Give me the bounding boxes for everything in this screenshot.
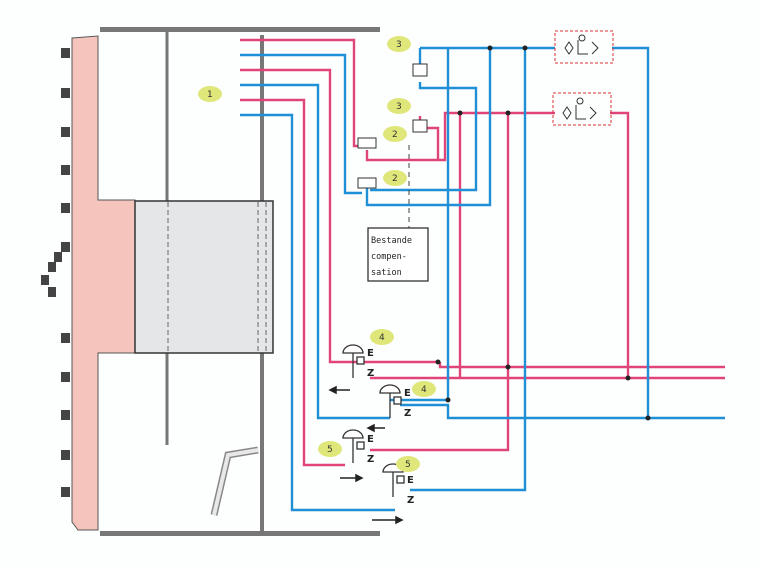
callout-4: 4: [421, 385, 427, 395]
return-lines: [240, 46, 725, 512]
port-e: E: [407, 475, 414, 486]
note-box: Bestande compen- sation: [367, 227, 429, 282]
callout-1: 1: [207, 90, 213, 100]
pressure-lines: [240, 38, 725, 467]
valve-2-bottom: [357, 177, 377, 189]
port-e: E: [404, 388, 411, 399]
callout-3: 3: [396, 102, 402, 112]
junction-dots: [435, 45, 651, 421]
piston-block: [134, 200, 274, 354]
valves-small: [357, 63, 428, 189]
valve-3-top: [412, 63, 428, 77]
callout-5: 5: [405, 460, 411, 470]
clamp-blocks: [41, 48, 70, 497]
note-line: sation: [371, 268, 402, 278]
port-z: Z: [367, 454, 374, 465]
note-line: compen-: [371, 252, 407, 262]
service-unit-return: [554, 30, 614, 64]
callout-2: 2: [392, 130, 398, 140]
bottom-rail: [100, 531, 380, 536]
flow-arrows: [328, 385, 404, 525]
valve-2-top: [357, 137, 377, 149]
top-rail: [100, 27, 380, 32]
callout-5: 5: [327, 445, 333, 455]
callout-4: 4: [379, 333, 385, 343]
note-line: Bestande: [371, 236, 412, 246]
machine: [41, 27, 380, 536]
port-z: Z: [407, 495, 414, 506]
diaphragm-valves: [342, 344, 405, 497]
port-z: Z: [404, 408, 411, 419]
port-e: E: [367, 348, 374, 359]
valve-3-mid: [412, 119, 428, 133]
callout-3: 3: [396, 40, 402, 50]
port-e: E: [367, 434, 374, 445]
service-unit-pressure: [552, 92, 612, 126]
callout-2: 2: [392, 174, 398, 184]
slab: [71, 35, 136, 531]
callouts: 1 3 3 2 2 4 4 5 5: [198, 36, 436, 472]
port-z: Z: [367, 368, 374, 379]
